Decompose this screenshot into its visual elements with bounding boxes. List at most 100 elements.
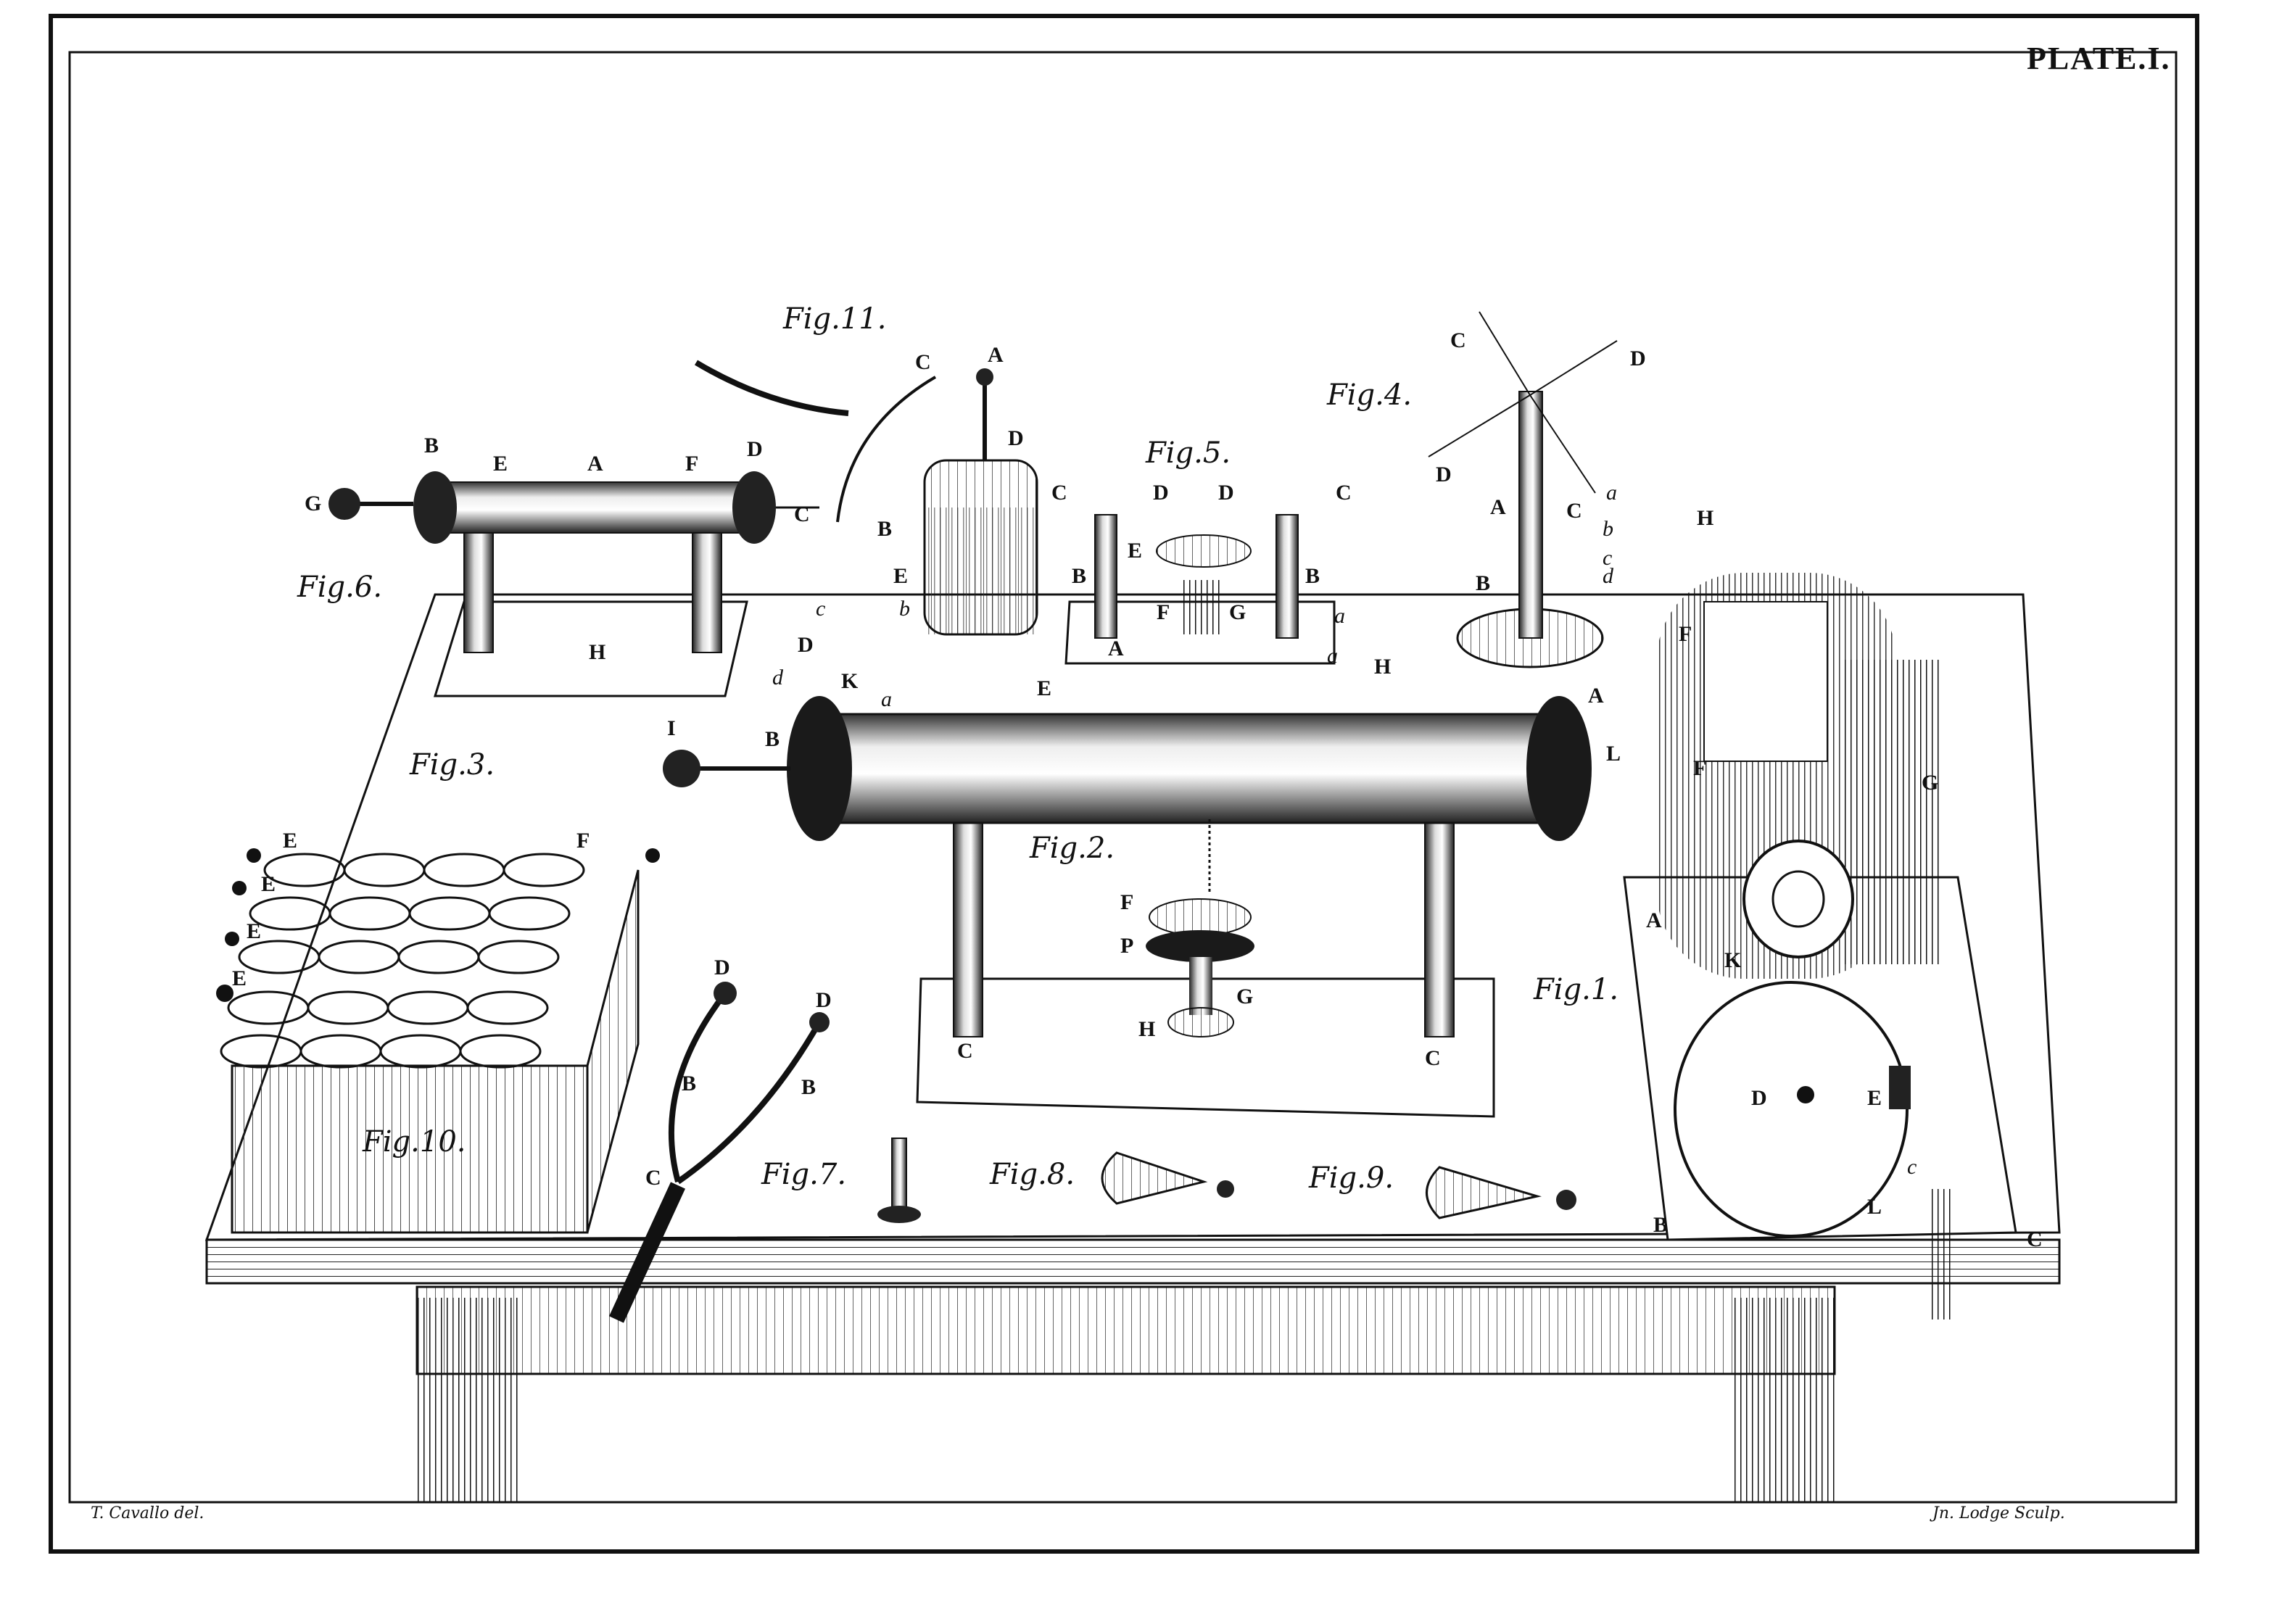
key-letter: G [1922,771,1939,795]
key-letter: A [1108,637,1124,660]
fig7-label: Fig.7. [761,1158,847,1191]
key-letter: H [1697,506,1714,530]
key-letter: C [957,1039,973,1063]
key-letter: A [1588,684,1604,708]
table-apron [415,1285,1836,1375]
key-letter-small: a [1327,644,1338,668]
key-letter: B [1476,571,1491,595]
key-letter: F [576,829,590,853]
key-letter: D [1008,426,1024,450]
key-letter: C [1336,481,1352,505]
key-letter-small: d [1603,564,1613,588]
key-letter-small: c [1907,1155,1917,1179]
key-letter: B [682,1072,697,1095]
key-letter-small: a [1606,481,1617,505]
key-letter: F [1157,600,1170,624]
fig1-label: Fig.1. [1534,973,1619,1006]
key-letter: A [1646,908,1662,932]
key-letter: C [1051,481,1067,505]
key-letter: C [1425,1046,1441,1070]
key-letter: D [1751,1086,1767,1110]
fig4-label: Fig.4. [1327,378,1413,412]
fig10-battery-box [216,848,660,1234]
fig2-label: Fig.2. [1030,832,1115,865]
key-letter: B [1072,564,1087,588]
key-letter: E [283,829,298,853]
fig5-label: Fig.5. [1146,436,1231,470]
key-letter: C [2027,1227,2043,1251]
key-letter: L [1606,742,1621,766]
key-letter-small: a [881,687,892,711]
key-letter: D [747,437,763,461]
key-letter: E [261,872,276,896]
fig5-stand [1064,514,1336,665]
inner-border [68,51,2178,1504]
outer-border [49,14,2199,1554]
key-letter: A [587,452,603,476]
fig4-stand [1428,311,1618,668]
fig8-label: Fig.8. [990,1158,1075,1191]
key-letter: B [1305,564,1320,588]
fig1-electrical-machine [1623,573,2017,1320]
key-letter: K [1724,948,1742,972]
key-letter: B [1653,1213,1669,1237]
key-letter: E [247,919,262,943]
key-letter: F [1693,756,1707,780]
key-letter: F [1679,622,1692,646]
key-letter: D [714,956,730,979]
key-letter: D [1436,463,1452,486]
key-letter: G [1236,985,1254,1008]
key-letter: C [1566,499,1582,523]
key-letter: D [1153,481,1169,505]
fig3-label: Fig.3. [410,748,495,782]
table-edge [205,1238,2061,1285]
credit-engraver: Jn. Lodge Sculp. [1932,1504,2065,1522]
key-letter: L [1867,1195,1882,1219]
key-letter-small: c [816,597,826,621]
fig2-prime-conductor [663,696,1592,1118]
key-letter: E [232,966,247,990]
key-letter: B [765,727,780,751]
key-letter: B [424,434,439,457]
plate-title: PLATE.I. [2027,41,2171,76]
key-letter: G [305,492,322,515]
key-letter: E [1037,676,1052,700]
key-letter: K [841,669,859,693]
key-letter: I [667,716,676,740]
small-apparatus [877,1138,1576,1223]
fig10-label: Fig.10. [363,1125,466,1159]
fig11-label: Fig.11. [783,302,887,336]
key-letter: H [1138,1017,1156,1041]
key-letter: C [915,350,931,374]
key-letter: A [988,343,1004,367]
key-letter: B [877,517,893,541]
key-letter: F [685,452,699,476]
key-letter: D [816,988,832,1012]
key-letter: P [1120,934,1134,958]
key-letter: D [1218,481,1234,505]
key-letter-small: c [1603,546,1613,570]
fig9-label: Fig.9. [1309,1161,1394,1195]
key-letter: B [801,1075,816,1099]
fig6-apparatus [328,471,819,697]
key-letter: D [1630,347,1646,370]
key-letter: E [493,452,508,476]
key-letter: E [1867,1086,1882,1110]
key-letter: F [1120,890,1134,914]
discharger [609,982,830,1323]
key-letter: D [798,633,814,657]
key-letter: C [1450,328,1466,352]
key-letter: H [1374,655,1392,679]
key-letter-small: a [1334,604,1345,628]
key-letter: E [893,564,909,588]
fig11-leyden-jar [694,360,1038,636]
key-letter-small: d [772,666,783,689]
key-letter-small: b [1603,517,1613,541]
key-letter: E [1128,539,1143,563]
key-letter: G [1229,600,1246,624]
key-letter: A [1490,495,1506,519]
key-letter: C [794,502,810,526]
key-letter-small: b [899,597,910,621]
key-letter: C [645,1166,661,1190]
